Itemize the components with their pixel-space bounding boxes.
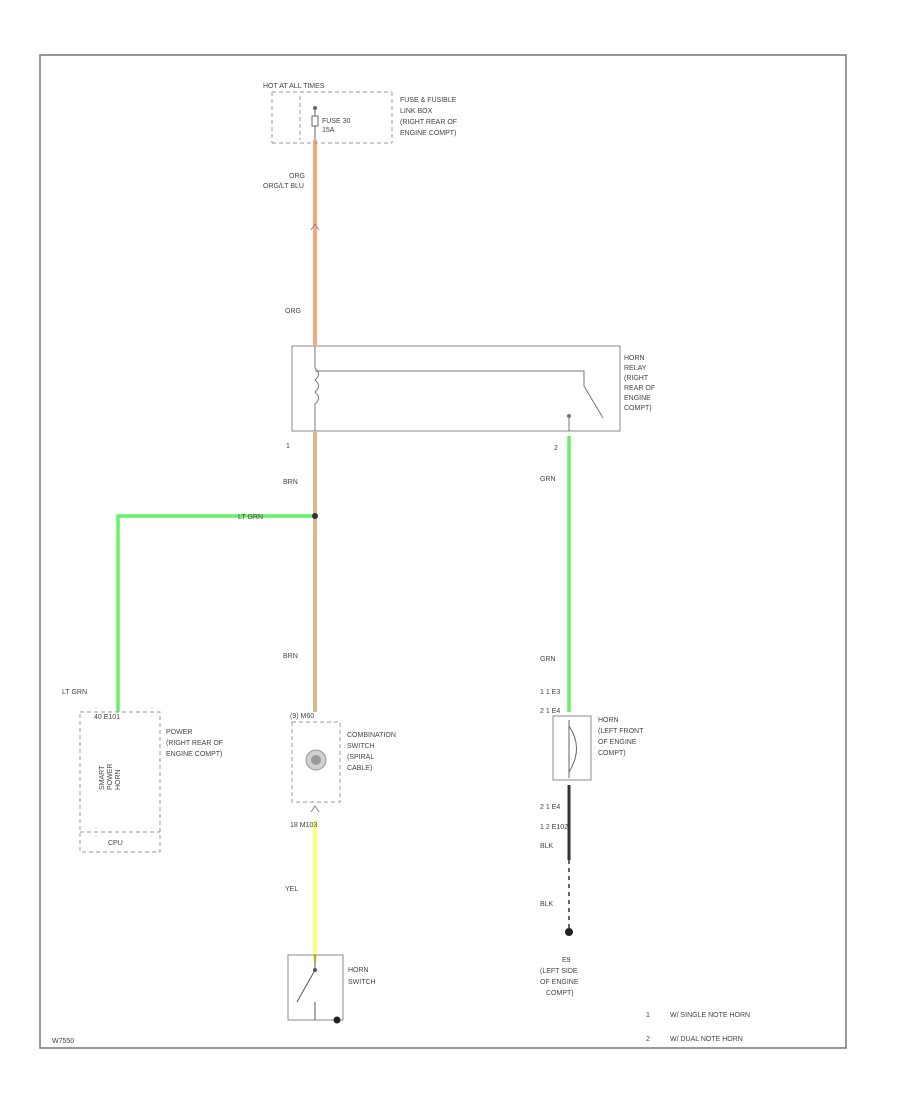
wire-label-grn-1: GRN	[540, 476, 556, 483]
horn-label-line-3: OF ENGINE	[598, 739, 637, 746]
combo-connector-mark	[310, 805, 320, 813]
hot-at-all-times-label: HOT AT ALL TIMES	[263, 83, 325, 90]
combination-switch-label-line-3: (SPIRAL	[347, 754, 374, 761]
horn-connector-row-1: 1 1 E3	[540, 689, 560, 696]
ground-label-line-3: OF ENGINE	[540, 979, 579, 986]
wire-label-org-2: ORG	[285, 308, 301, 315]
ground-label-line-4: COMPT)	[546, 990, 574, 997]
horn-relay-pin-2: 2	[554, 445, 558, 452]
horn-relay-label-line-2: RELAY	[624, 365, 647, 372]
combo-bottom-pins: 18 M103	[290, 822, 317, 829]
wire-label-blk-2: BLK	[540, 901, 554, 908]
wire-label-blk-1: BLK	[540, 843, 554, 850]
horn-switch-pivot	[313, 968, 317, 972]
ground-label-line-1: E9	[562, 957, 571, 964]
horn-relay-contact	[315, 370, 604, 431]
combination-switch-label-line-1: COMBINATION	[347, 732, 396, 739]
combo-switch-box	[291, 721, 341, 803]
legend-marker-1: 1	[646, 1012, 650, 1019]
power-module-box	[79, 711, 161, 853]
spiral-cable-inner-icon	[311, 755, 321, 765]
horn-label-line-2: (LEFT FRONT	[598, 728, 644, 735]
power-connector-label: 40 E101	[94, 714, 120, 721]
horn-switch-contact	[296, 955, 316, 1020]
diagram-border	[39, 54, 847, 1049]
wire-lt-grn	[116, 514, 315, 712]
horn-relay-label-line-3: (RIGHT	[624, 375, 649, 382]
horn-label-line-4: COMPT)	[598, 750, 626, 757]
horn-relay-coil	[314, 346, 319, 431]
figure-id: W7550	[52, 1038, 74, 1045]
power-inner-horn: HORN	[115, 769, 122, 790]
horn-relay-label-line-6: COMPT)	[624, 405, 652, 412]
wire-label-lt-grn-splice: LT GRN	[238, 514, 263, 521]
horn-icon	[568, 720, 577, 778]
horn-box	[552, 715, 592, 781]
fuse-symbol	[311, 106, 319, 140]
power-label-line-2: (RIGHT REAR OF	[166, 740, 223, 747]
horn-relay-label-line-1: HORN	[624, 355, 645, 362]
ground-point-icon	[565, 928, 573, 936]
cpu-label: CPU	[108, 840, 123, 847]
wire-label-brn-2: BRN	[283, 653, 298, 660]
horn-relay-pin-1: 1	[286, 443, 290, 450]
horn-connector-row-2: 2 1 E4	[540, 708, 560, 715]
horn-relay-box	[291, 345, 621, 432]
wire-label-grn-2: GRN	[540, 656, 556, 663]
connector-mark-1	[310, 223, 320, 231]
fuse-box-label-line-2: LINK BOX	[400, 108, 433, 115]
horn-relay-label-line-4: REAR OF	[624, 385, 655, 392]
legend-text-2: W/ DUAL NOTE HORN	[670, 1036, 743, 1043]
horn-relay-contact-point	[567, 414, 571, 418]
power-label-line-1: POWER	[166, 729, 192, 736]
power-inner-smart: SMART	[99, 765, 106, 790]
wire-label-lt-grn-left: LT GRN	[62, 689, 87, 696]
legend-text-1: W/ SINGLE NOTE HORN	[670, 1012, 750, 1019]
horn-switch-label-line-1: HORN	[348, 967, 369, 974]
horn-connector-row-4: 1 2 E102	[540, 824, 568, 831]
legend-marker-2: 2	[646, 1036, 650, 1043]
wire-label-org-1: ORG	[289, 173, 305, 180]
combination-switch-label-line-4: CABLE)	[347, 765, 372, 772]
power-inner-power: POWER	[107, 764, 114, 790]
fuse-label-line-2: 15A	[322, 127, 335, 134]
horn-relay-label-line-5: ENGINE	[624, 395, 651, 402]
fuse-box-label-line-1: FUSE & FUSIBLE	[400, 97, 457, 104]
horn-label-line-1: HORN	[598, 717, 619, 724]
fuse-box-label-line-4: ENGINE COMPT)	[400, 130, 456, 137]
combination-switch-label-line-2: SWITCH	[347, 743, 375, 750]
wire-label-yel: YEL	[285, 886, 298, 893]
wire-label-org-ltblu: ORG/LT BLU	[263, 183, 304, 190]
horn-switch-label-line-2: SWITCH	[348, 979, 376, 986]
splice-point	[312, 513, 318, 519]
fuse-box-label-line-3: (RIGHT REAR OF	[400, 119, 457, 126]
ground-label-line-2: (LEFT SIDE	[540, 968, 578, 975]
wire-label-brn-1: BRN	[283, 479, 298, 486]
horn-switch-ground-icon	[333, 1016, 341, 1024]
power-label-line-3: ENGINE COMPT)	[166, 751, 222, 758]
combo-switch-pins: (9) M60	[290, 713, 314, 720]
horn-connector-row-3: 2 1 E4	[540, 804, 560, 811]
fuse-label-line-1: FUSE 30	[322, 118, 351, 125]
